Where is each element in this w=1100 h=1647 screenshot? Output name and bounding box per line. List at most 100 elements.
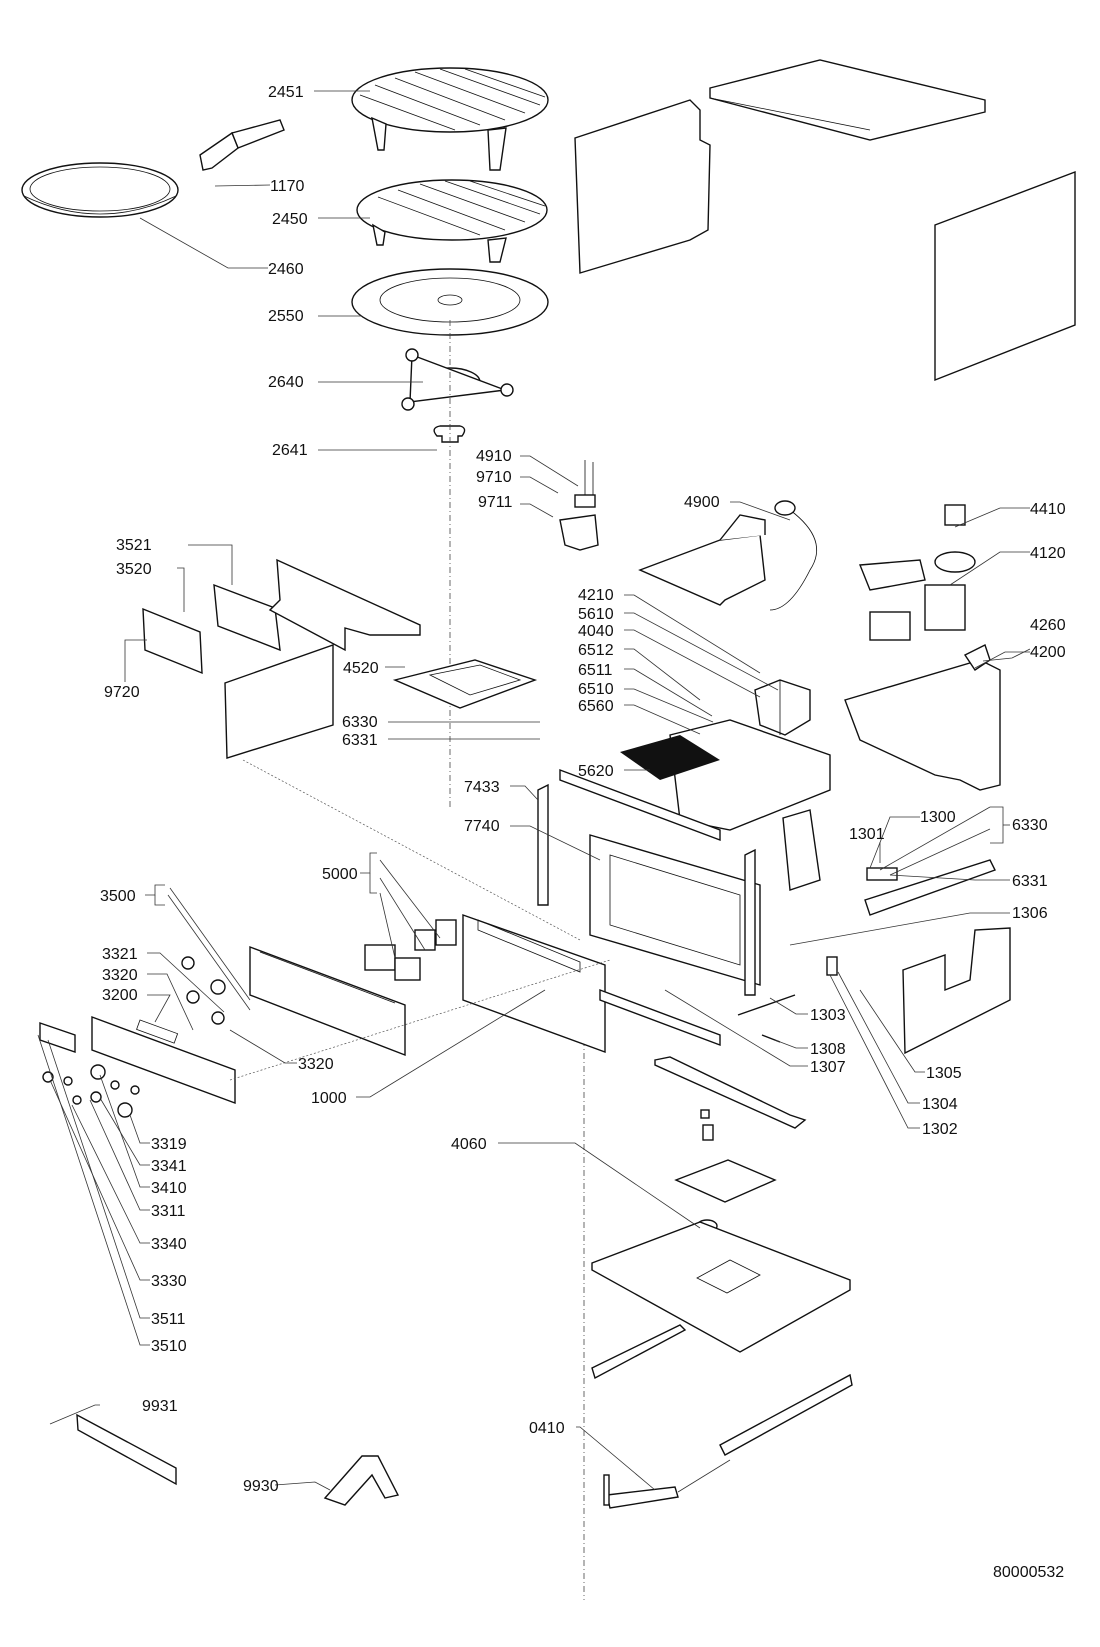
lamp-holder-assembly	[559, 460, 599, 551]
callout-3521: 3521	[116, 537, 152, 554]
grill-element	[392, 659, 538, 709]
transformer	[869, 584, 966, 641]
callout-4900: 4900	[684, 494, 720, 511]
callout-9710: 9710	[476, 469, 512, 486]
callout-4040: 4040	[578, 623, 614, 640]
interlock-switch-assembly	[865, 860, 996, 916]
callout-6510: 6510	[578, 681, 614, 698]
callout-5620: 5620	[578, 763, 614, 780]
callout-3341: 3341	[151, 1158, 187, 1175]
callout-9930: 9930	[243, 1478, 279, 1495]
callout-3340: 3340	[151, 1236, 187, 1253]
wire-rack-lower	[356, 179, 548, 263]
base-rail-right	[719, 1373, 853, 1456]
callout-3311: 3311	[151, 1203, 186, 1220]
support-bar	[654, 1056, 807, 1129]
callout-6511: 6511	[578, 662, 613, 679]
control-panel	[91, 1015, 236, 1105]
side-trim-right	[744, 848, 756, 996]
callout-3320-top: 3320	[102, 967, 138, 984]
roller-ring	[401, 348, 514, 411]
callout-0410: 0410	[529, 1420, 565, 1437]
callout-4410: 4410	[1030, 501, 1066, 518]
callout-7740: 7740	[464, 818, 500, 835]
callout-3330: 3330	[151, 1273, 187, 1290]
side-trim-7433	[537, 783, 549, 906]
callout-3320-bottom: 3320	[298, 1056, 334, 1073]
crisp-plate	[21, 162, 179, 218]
cord-cover	[638, 514, 766, 606]
callout-9711: 9711	[478, 494, 513, 511]
callout-7433: 7433	[464, 779, 500, 796]
callout-3410: 3410	[151, 1180, 187, 1197]
top-cover	[709, 59, 986, 141]
callout-4120: 4120	[1030, 545, 1066, 562]
callout-2451: 2451	[268, 84, 304, 101]
callout-1308: 1308	[810, 1041, 846, 1058]
drawing-number: 80000532	[993, 1564, 1064, 1581]
callout-5000: 5000	[322, 866, 358, 883]
turntable-motor	[674, 1109, 777, 1233]
magnetron	[754, 679, 811, 736]
callout-2640: 2640	[268, 374, 304, 391]
callout-6331-right: 6331	[1012, 873, 1048, 890]
callout-3511: 3511	[151, 1311, 186, 1328]
callout-4210: 4210	[578, 587, 614, 604]
callout-1000: 1000	[311, 1090, 347, 1107]
callout-6330-right: 6330	[1012, 817, 1048, 834]
callout-5610: 5610	[578, 606, 614, 623]
callout-3200: 3200	[102, 987, 138, 1004]
side-panel-left	[574, 99, 711, 274]
display-bezel	[39, 1022, 76, 1053]
control-module	[249, 945, 406, 1057]
handle-bracket	[323, 1455, 400, 1506]
callout-1170: 1170	[270, 178, 305, 195]
cavity-side-cover	[782, 809, 821, 891]
callout-4520: 4520	[343, 660, 379, 677]
callout-3319: 3319	[151, 1136, 187, 1153]
knobs-and-buttons	[42, 956, 226, 1118]
door-rail	[599, 988, 721, 1047]
callout-labels: 2451 1170 2450 2460 2550 2640 2641 4910 …	[100, 84, 1066, 1581]
callout-1304: 1304	[922, 1096, 958, 1113]
callout-1306: 1306	[1012, 905, 1048, 922]
trim-strip	[76, 1413, 177, 1486]
turntable-coupler	[433, 425, 466, 443]
callout-3510: 3510	[151, 1338, 187, 1355]
electronics-kit	[364, 919, 457, 981]
callout-6560: 6560	[578, 698, 614, 715]
mounting-rail-0410	[603, 1474, 679, 1509]
oven-cavity	[559, 719, 831, 842]
callout-1307: 1307	[810, 1059, 846, 1076]
callout-6330-left: 6330	[342, 714, 378, 731]
callout-2460: 2460	[268, 261, 304, 278]
callout-9720: 9720	[104, 684, 140, 701]
fan-duct	[858, 504, 976, 591]
callout-6512: 6512	[578, 642, 614, 659]
callout-1301: 1301	[849, 826, 885, 843]
base-rail-left	[591, 1324, 687, 1380]
callout-9931: 9931	[142, 1398, 178, 1415]
pan-handle	[199, 119, 285, 171]
base-plate	[591, 1221, 851, 1353]
leader-lines	[37, 90, 1031, 1493]
side-panel-right	[934, 170, 1076, 382]
board-bracket	[213, 583, 281, 652]
callout-3500: 3500	[100, 888, 136, 905]
callout-1305: 1305	[926, 1065, 962, 1082]
power-cord	[769, 500, 818, 611]
oven-door	[462, 914, 606, 1054]
callout-4060: 4060	[451, 1136, 487, 1153]
wire-rack-upper	[351, 67, 549, 171]
callout-1300: 1300	[920, 809, 956, 826]
callout-4200: 4200	[1030, 644, 1066, 661]
callout-6331-left: 6331	[342, 732, 378, 749]
control-board	[142, 607, 203, 675]
callout-1303: 1303	[810, 1007, 846, 1024]
insulation-foam-left	[224, 644, 334, 759]
callout-1302: 1302	[922, 1121, 958, 1138]
callout-3321: 3321	[102, 946, 138, 963]
callout-3520: 3520	[116, 561, 152, 578]
callout-2641: 2641	[272, 442, 308, 459]
